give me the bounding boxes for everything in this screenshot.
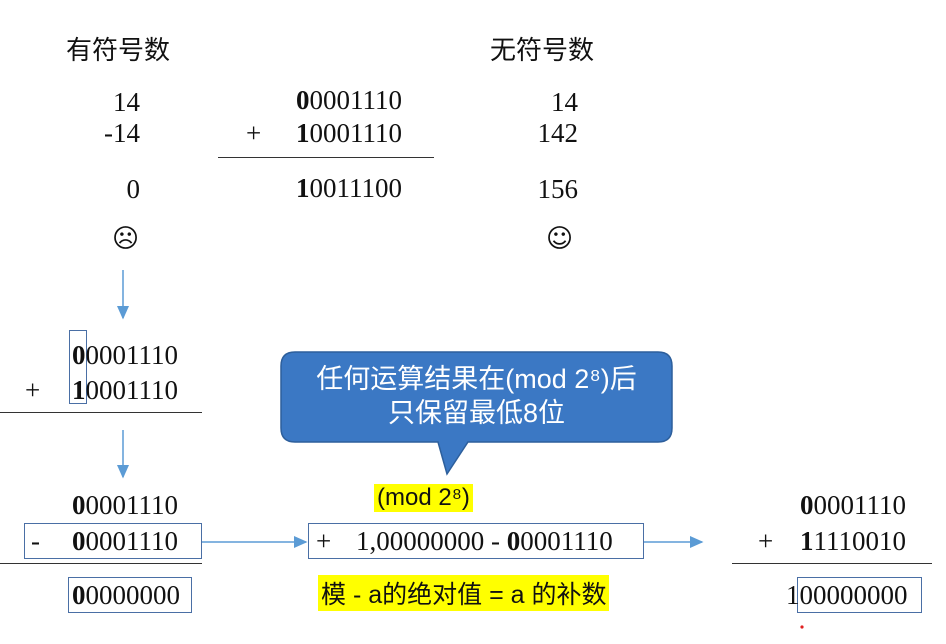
signed-header: 有符号数 — [66, 36, 171, 66]
signed-value-a: 14 — [113, 87, 140, 117]
callout-line-1: 任何运算结果在(mod 2⁸)后 — [316, 364, 637, 394]
bottom-right-operand-a: 00001110 — [800, 490, 906, 520]
callout-bubble — [280, 351, 673, 476]
bottom-right-result: 100000000 — [786, 580, 908, 610]
msb-column-box — [69, 330, 87, 404]
digits: 0001110 — [85, 340, 179, 370]
unsigned-value-a: 14 — [551, 87, 578, 117]
callout-text: 任何运算结果在(mod 2⁸)后 只保留最低8位 — [281, 362, 672, 430]
msb-digit: 1 — [72, 375, 86, 405]
callout-line-2: 只保留最低8位 — [387, 398, 566, 428]
top-sum-result: 10011100 — [296, 173, 402, 203]
top-sum-operand-b: 10001110 — [296, 118, 402, 148]
bottom-left-operand-a: 00001110 — [72, 490, 178, 520]
mod-label: (mod 2⁸) — [374, 484, 473, 512]
digits: 0011100 — [309, 173, 403, 203]
result-box-left — [68, 577, 192, 613]
result-box-right — [797, 577, 922, 613]
unsigned-header: 无符号数 — [490, 36, 595, 66]
mid-sum-operator: + — [25, 375, 41, 405]
sad-face-icon: ☹ — [112, 224, 140, 254]
mid-sum-rule — [0, 412, 202, 413]
digits: 0001110 — [85, 490, 179, 520]
digits: 0001110 — [309, 85, 403, 115]
modulus-expression: 1,00000000 - 00001110 — [356, 526, 613, 556]
bottom-left-rule — [0, 563, 202, 564]
top-sum-rule — [218, 157, 434, 158]
digits: 0000000 — [85, 580, 181, 610]
bottom-right-operator: + — [758, 526, 774, 556]
msb-digit: 0 — [72, 580, 86, 610]
mid-sum-operand-b: 10001110 — [72, 375, 178, 405]
msb-digit: 0 — [506, 526, 521, 556]
digits: 0001110 — [520, 526, 613, 556]
signed-value-b: -14 — [104, 118, 140, 148]
msb-digit: 1 — [296, 173, 310, 203]
signed-result: 0 — [126, 174, 141, 204]
msb-digit: 1 — [800, 526, 814, 556]
subtraction-box — [24, 523, 202, 559]
digits: 00000000 — [799, 580, 908, 610]
digits: 0001110 — [813, 490, 907, 520]
bottom-right-operand-b: 11110010 — [800, 526, 906, 556]
msb-digit: 0 — [296, 85, 310, 115]
top-sum-operator: + — [246, 118, 262, 148]
happy-face-icon: ☺ — [546, 224, 574, 254]
expression-box — [308, 523, 644, 559]
digits: 0001110 — [309, 118, 403, 148]
digits: 0001110 — [85, 526, 179, 556]
digits: 1110010 — [813, 526, 907, 556]
unsigned-result: 156 — [537, 174, 579, 204]
overflow-carry-digit: 1 — [786, 580, 800, 610]
msb-digit: 0 — [72, 340, 86, 370]
complement-explanation: 模 - a的绝对值 = a 的补数 — [318, 575, 610, 611]
expression-operator: + — [316, 526, 332, 556]
bottom-left-operator: - — [31, 526, 40, 556]
unsigned-value-b: 142 — [537, 118, 579, 148]
red-dot — [800, 625, 804, 629]
mid-sum-operand-a: 00001110 — [72, 340, 178, 370]
bottom-left-operand-b: 00001110 — [72, 526, 178, 556]
top-sum-operand-a: 00001110 — [296, 85, 402, 115]
msb-digit: 0 — [72, 526, 86, 556]
msb-digit: 1 — [296, 118, 310, 148]
bottom-left-result: 00000000 — [72, 580, 180, 610]
digits: 0001110 — [85, 375, 179, 405]
msb-digit: 0 — [800, 490, 814, 520]
msb-digit: 0 — [72, 490, 86, 520]
bottom-right-rule — [732, 563, 932, 564]
modulus-text: 1,00000000 - — [356, 526, 507, 556]
